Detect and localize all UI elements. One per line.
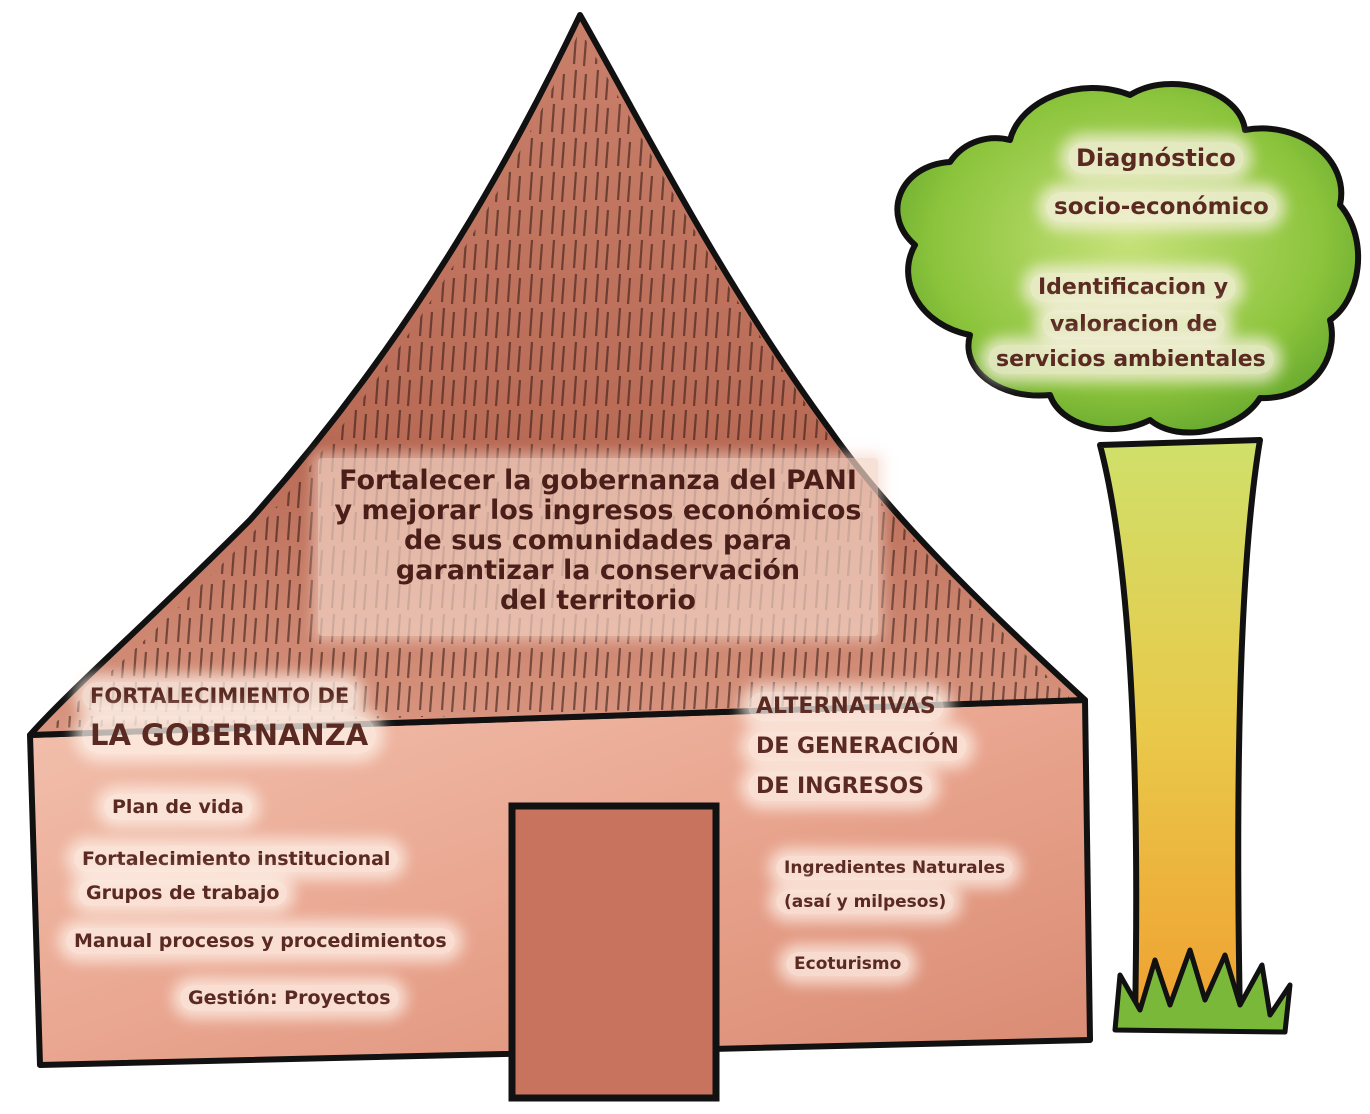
objective-line-3: de sus comunidades para [404, 525, 792, 556]
income-heading-line-3: DE INGRESOS [748, 772, 932, 801]
tree-diagnostico: Diagnóstico [1068, 142, 1244, 174]
tree-canopy [894, 80, 1362, 436]
governance-heading-line-1: FORTALECIMIENTO DE [82, 682, 358, 710]
income-heading-line-2: DE GENERACIÓN [748, 732, 967, 761]
income-item-ecoturismo: Ecoturismo [786, 952, 910, 976]
governance-item-plan-de-vida: Plan de vida [104, 794, 252, 820]
tree-trunk [1097, 437, 1263, 1023]
income-item-ingredientes-naturales: Ingredientes Naturales [776, 856, 1014, 880]
income-item-asai-milpesos: (asaí y milpesos) [776, 890, 955, 914]
tree-socio-economico: socio-económico [1046, 192, 1277, 222]
governance-item-gestion-proyectos: Gestión: Proyectos [180, 985, 399, 1011]
governance-item-grupos-de-trabajo: Grupos de trabajo [78, 880, 288, 906]
tree-servicios-ambientales: servicios ambientales [988, 345, 1274, 374]
income-heading-line-1: ALTERNATIVAS [748, 692, 944, 721]
objective-line-1: Fortalecer la gobernanza del PANI [339, 465, 857, 496]
objective-line-4: garantizar la conservación [395, 555, 801, 586]
governance-heading-line-2: LA GOBERNANZA [82, 716, 377, 754]
objective-line-2: y mejorar los ingresos económicos [334, 495, 862, 526]
objective-box [318, 458, 878, 636]
governance-item-manual-procesos: Manual procesos y procedimientos [66, 928, 455, 954]
objective-text: Fortalecer la gobernanza del PANI y mejo… [318, 466, 878, 616]
objective-line-5: del territorio [500, 585, 696, 616]
tree-valoracion: valoracion de [1042, 310, 1226, 339]
door [508, 802, 720, 1102]
grass [1112, 947, 1293, 1035]
tree-identificacion: Identificacion y [1030, 273, 1237, 302]
governance-item-fortalecimiento-institucional: Fortalecimiento institucional [74, 846, 399, 872]
